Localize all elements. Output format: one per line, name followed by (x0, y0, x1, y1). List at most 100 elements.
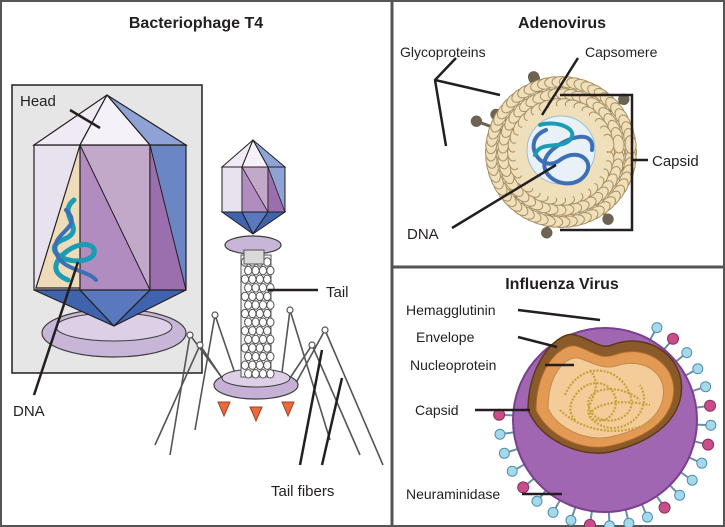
sheath-ring (244, 334, 253, 345)
panel-bacteriophage-t4: Bacteriophage T4 (11, 15, 384, 500)
sheath-ring (255, 360, 264, 370)
sheath-ring (251, 283, 260, 293)
sheath-ring (263, 257, 272, 267)
label-adeno-dna: DNA (407, 226, 439, 243)
tail-sheath-rings (240, 257, 275, 379)
sheath-ring (248, 308, 257, 319)
sheath-ring (263, 326, 272, 336)
t4-inset (11, 84, 203, 374)
hemagglutinin-head (565, 514, 577, 526)
inset-dna-strand-2 (53, 208, 98, 282)
hemagglutinin-head (686, 474, 698, 486)
sheath-ring (248, 274, 257, 284)
sheath-ring (266, 369, 275, 379)
hemagglutinin-head (681, 347, 693, 359)
label-tail: Tail (326, 284, 349, 301)
sheath-ring (263, 291, 272, 302)
label-flu-capsid: Capsid (415, 402, 459, 418)
label-tail-fibers: Tail fibers (271, 483, 334, 500)
glycoprotein-knob (541, 227, 553, 239)
panel-title-influenza: Influenza Virus (505, 276, 619, 293)
sheath-ring (248, 343, 257, 353)
adeno-dna-2 (533, 121, 575, 157)
sheath-ring (263, 308, 272, 319)
sheath-ring (258, 369, 268, 379)
sheath-ring (258, 300, 268, 310)
hemagglutinin-head (603, 520, 615, 527)
hemagglutinin-head (696, 457, 708, 469)
sheath-ring (258, 334, 268, 345)
sheath-ring (258, 351, 268, 362)
glycoprotein-knob (618, 93, 630, 105)
sheath-ring (258, 265, 268, 276)
sheath-ring (255, 274, 264, 284)
sheath-ring (248, 360, 257, 370)
sheath-ring (251, 317, 260, 327)
hemagglutinin-head (498, 447, 510, 459)
hemagglutinin-head (641, 511, 653, 523)
sheath-ring (244, 283, 253, 293)
flu-leader-lines (475, 308, 601, 496)
glycoprotein-knob (470, 115, 483, 127)
sheath-ring (251, 334, 260, 345)
sheath-ring (240, 360, 250, 370)
sheath-ring (240, 326, 250, 336)
hemagglutinin-head (531, 495, 543, 507)
sheath-ring (240, 308, 250, 319)
hemagglutinin-head (506, 465, 518, 477)
label-head: Head (20, 93, 56, 110)
neuraminidase-head (702, 438, 715, 451)
label-neuraminidase: Neuraminidase (406, 486, 500, 502)
sheath-ring (251, 351, 260, 362)
sheath-ring (263, 274, 272, 284)
label-capsomere: Capsomere (585, 44, 658, 60)
sheath-ring (248, 326, 257, 336)
neuraminidase-head (583, 518, 596, 527)
sheath-ring (248, 291, 257, 302)
glycoprotein-knob (527, 71, 540, 83)
hemagglutinin-head (547, 506, 559, 518)
sheath-ring (266, 317, 275, 327)
sheath-ring (240, 343, 250, 353)
neuraminidase-head (667, 332, 680, 345)
t4-phage (154, 138, 384, 466)
sheath-ring (266, 351, 275, 362)
panel-adenovirus: Adenovirus Glycoproteins Capsomere Capsi… (400, 15, 699, 243)
flu-interior (547, 357, 664, 439)
label-glycoproteins: Glycoproteins (400, 44, 486, 60)
panel-influenza: Influenza Virus Hemagglutinin Envelope N… (406, 276, 717, 527)
hemagglutinin-head (692, 363, 704, 375)
label-envelope: Envelope (416, 329, 475, 345)
sheath-ring (266, 300, 275, 310)
hemagglutinin-head (651, 322, 663, 334)
sheath-ring (244, 300, 253, 310)
label-t4-dna: DNA (13, 403, 45, 420)
sheath-ring (251, 265, 260, 276)
baseplate-spikes (217, 401, 295, 423)
sheath-ring (258, 283, 268, 293)
t4-head (221, 166, 243, 213)
hemagglutinin-head (674, 489, 686, 501)
sheath-ring (240, 274, 250, 284)
hemagglutinin-head (705, 419, 717, 431)
sheath-ring (266, 265, 275, 276)
sheath-ring (255, 308, 264, 319)
label-nucleoprotein: Nucleoprotein (410, 357, 496, 373)
t4-leader-lines (32, 108, 344, 466)
sheath-ring (263, 360, 272, 370)
sheath-ring (255, 291, 264, 302)
sheath-ring (251, 300, 260, 310)
panel-title-t4: Bacteriophage T4 (129, 15, 263, 32)
hemagglutinin-head (494, 428, 506, 440)
sheath-ring (244, 265, 253, 276)
sheath-ring (263, 343, 272, 353)
sheath-ring (244, 351, 253, 362)
neuraminidase-head (658, 501, 671, 514)
sheath-ring (258, 317, 268, 327)
sheath-ring (255, 326, 264, 336)
adeno-leader-lines (433, 57, 648, 232)
sheath-ring (251, 369, 260, 379)
neuraminidase-head (704, 399, 717, 412)
